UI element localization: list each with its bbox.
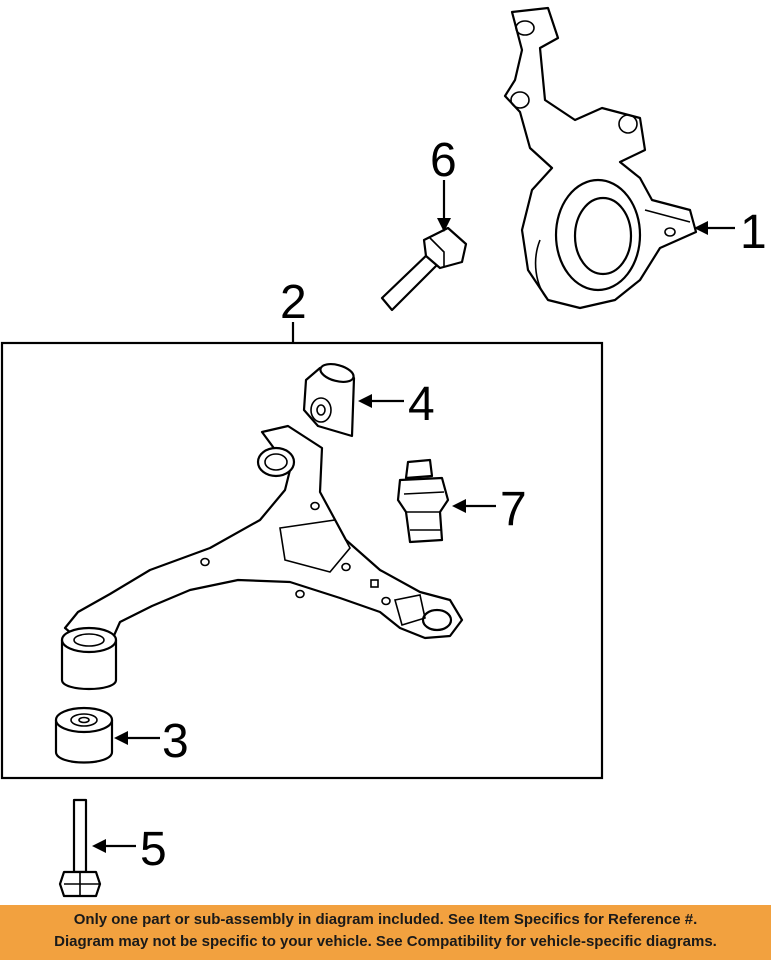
disclaimer-banner: Only one part or sub-assembly in diagram… bbox=[0, 905, 771, 960]
disclaimer-line-2: Diagram may not be specific to your vehi… bbox=[54, 933, 717, 950]
callout-4: 4 bbox=[408, 378, 435, 431]
disclaimer-line-1: Only one part or sub-assembly in diagram… bbox=[73, 911, 698, 928]
callout-6: 6 bbox=[430, 134, 457, 187]
steering-knuckle-part bbox=[503, 6, 698, 310]
assembly-box bbox=[0, 341, 604, 780]
lower-control-arm-part bbox=[60, 424, 464, 690]
callout-5: 5 bbox=[140, 823, 167, 876]
callout-1: 1 bbox=[740, 206, 767, 259]
bolt-part-5 bbox=[58, 798, 102, 898]
callout-2: 2 bbox=[280, 276, 307, 329]
ball-joint-part-7 bbox=[396, 458, 450, 544]
bushing-part-4 bbox=[302, 363, 356, 438]
callout-3: 3 bbox=[162, 715, 189, 768]
callout-7: 7 bbox=[500, 483, 527, 536]
leader-lines bbox=[92, 180, 735, 853]
parts-diagram: 1 2 3 4 5 6 7 bbox=[0, 6, 767, 898]
bolt-part-6 bbox=[380, 226, 468, 312]
bushing-part-3 bbox=[54, 706, 114, 764]
